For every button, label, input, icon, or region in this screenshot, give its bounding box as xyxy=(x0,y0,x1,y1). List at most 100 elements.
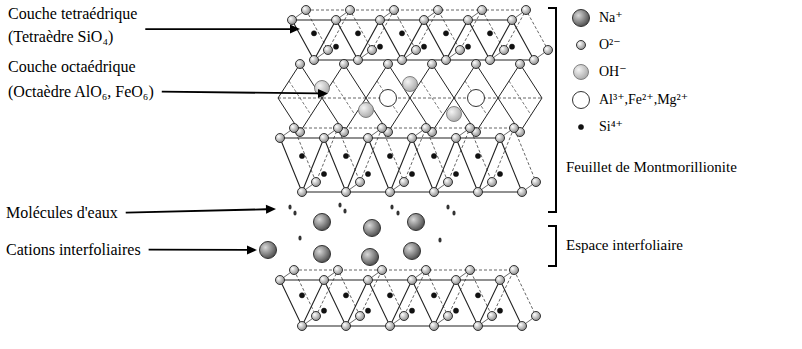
layer-label: Molécules d'eaux xyxy=(6,203,118,222)
atom-o xyxy=(420,16,429,25)
atom-al xyxy=(468,90,485,107)
tetrahedron-back-edge xyxy=(294,128,536,182)
legend-symbol xyxy=(571,35,591,55)
legend-symbol xyxy=(571,8,591,28)
atom-o xyxy=(442,56,451,65)
legend-text: Al³⁺,Fe²⁺,Mg²⁺ xyxy=(599,92,688,109)
atom-si xyxy=(475,293,480,298)
tetrahedron-edge xyxy=(280,137,500,138)
octahedral-layer xyxy=(278,60,542,137)
octahedron-edge xyxy=(278,64,322,132)
atom-o xyxy=(298,322,307,331)
atom-na xyxy=(573,10,590,27)
atom-o xyxy=(354,56,363,65)
tetrahedral-layer xyxy=(288,6,553,65)
atom-oh xyxy=(403,77,418,92)
tetrahedral-layer xyxy=(276,124,541,197)
atom-o xyxy=(400,178,409,187)
atom-o xyxy=(430,322,439,331)
atom-si xyxy=(299,293,304,298)
atom-o xyxy=(478,6,487,15)
legend-symbol xyxy=(571,117,591,137)
tetrahedron-edge xyxy=(292,19,512,20)
sheet-bracket xyxy=(548,8,556,212)
atom-o xyxy=(376,16,385,25)
atom-si xyxy=(321,171,326,176)
atom-o xyxy=(464,16,473,25)
atom-si xyxy=(421,44,426,49)
water-molecule xyxy=(452,210,455,215)
atom-o xyxy=(400,312,409,321)
tetrahedron-edge xyxy=(280,279,500,280)
octahedron-back-edge xyxy=(289,81,311,115)
arrow-head xyxy=(318,89,328,98)
atom-si xyxy=(387,293,392,298)
tetrahedral-layer xyxy=(276,266,541,331)
legend-entry: OH⁻ xyxy=(571,62,627,82)
atom-o xyxy=(356,178,365,187)
water-molecule xyxy=(338,202,341,207)
atom-o xyxy=(510,124,519,133)
octahedron-back-edge xyxy=(421,81,443,115)
leader-arrow xyxy=(126,209,266,212)
atom-na xyxy=(362,249,379,266)
atom-o xyxy=(508,16,517,25)
atom-al xyxy=(573,92,590,109)
atom-o xyxy=(577,41,586,50)
legend-entry: O²⁻ xyxy=(571,35,621,55)
atom-o xyxy=(474,188,483,197)
atom-si xyxy=(497,171,502,176)
atom-o xyxy=(532,312,541,321)
atom-o xyxy=(444,312,453,321)
legend-entry: Na⁺ xyxy=(571,8,623,28)
atom-o xyxy=(276,276,285,285)
atom-o xyxy=(342,188,351,197)
atom-o xyxy=(408,276,417,285)
atom-o xyxy=(312,178,321,187)
atom-o xyxy=(296,60,305,69)
bracket-label: Feuillet de Montmorillionite xyxy=(566,158,737,176)
atom-si xyxy=(343,153,348,158)
tetrahedron-edge xyxy=(302,191,522,192)
legend-text: Na⁺ xyxy=(599,10,623,27)
octahedron-edge xyxy=(322,64,366,132)
legend-text: Si⁴⁺ xyxy=(599,119,623,136)
atom-o xyxy=(298,188,307,197)
atom-o xyxy=(386,188,395,197)
atom-o xyxy=(378,266,387,275)
arrow-head xyxy=(290,25,300,34)
atom-oh xyxy=(447,107,462,122)
atom-o xyxy=(516,60,525,69)
layer-label: (Tetraèdre SiO₄) xyxy=(8,27,113,46)
octahedron-edge xyxy=(454,64,498,132)
atom-si xyxy=(453,308,458,313)
atom-o xyxy=(452,276,461,285)
tetrahedron-back-edge xyxy=(294,128,514,129)
atom-o xyxy=(310,56,319,65)
atom-o xyxy=(412,46,421,55)
water-molecule xyxy=(343,208,346,213)
atom-si xyxy=(409,171,414,176)
legend-text: OH⁻ xyxy=(599,64,627,81)
crystal-lattice xyxy=(260,6,553,331)
atom-o xyxy=(334,124,343,133)
atom-o xyxy=(386,322,395,331)
atom-o xyxy=(474,322,483,331)
tetrahedron-edge xyxy=(280,280,522,326)
legend-symbol xyxy=(571,62,591,82)
atom-o xyxy=(466,266,475,275)
atom-si xyxy=(578,124,583,129)
leader-arrow xyxy=(145,28,290,30)
atom-si xyxy=(453,171,458,176)
atom-o xyxy=(356,312,365,321)
atom-o xyxy=(472,60,481,69)
atom-si xyxy=(475,153,480,158)
legend-symbol xyxy=(571,90,591,110)
layer-label: Cations interfoliaires xyxy=(6,240,141,259)
atom-o xyxy=(444,178,453,187)
octahedron-back-edge xyxy=(377,81,399,115)
atom-o xyxy=(364,276,373,285)
atom-si xyxy=(299,153,304,158)
atom-oh xyxy=(359,103,374,118)
atom-si xyxy=(497,308,502,313)
